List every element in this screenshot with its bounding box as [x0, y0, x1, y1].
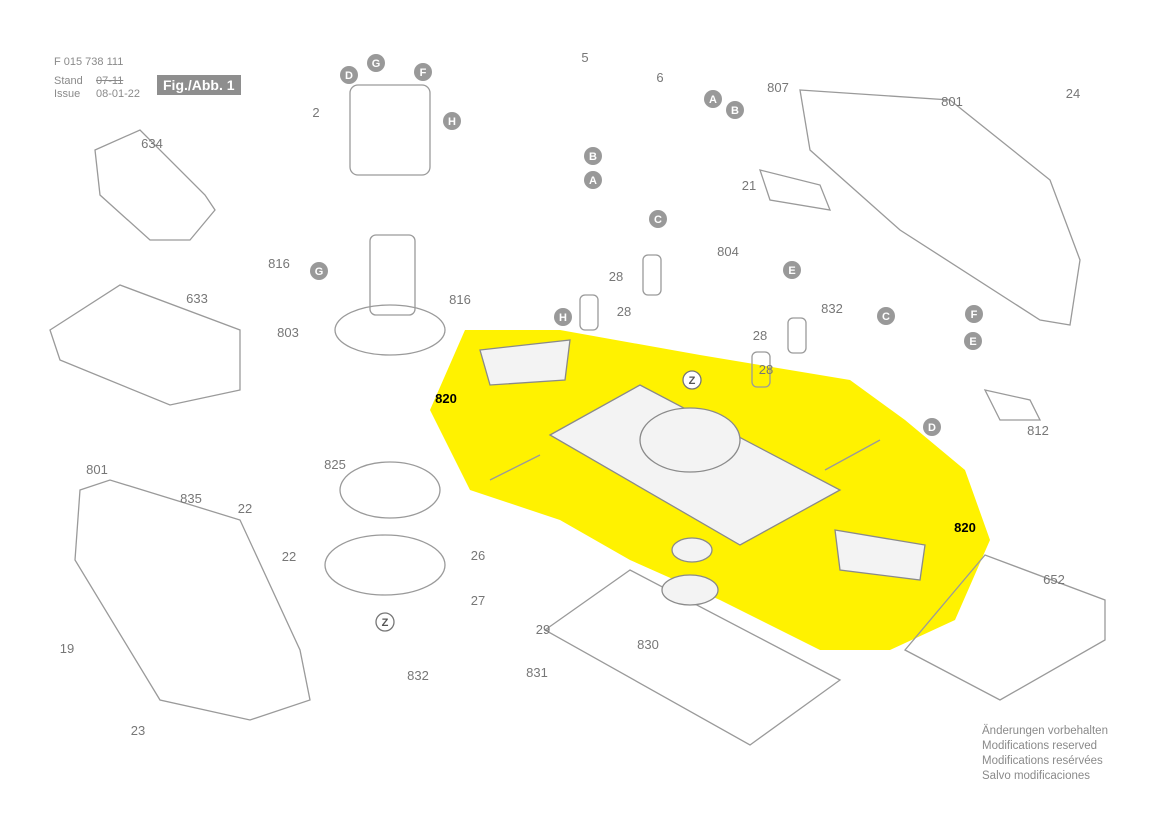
part-number-28: 28: [753, 328, 767, 343]
note-de: Änderungen vorbehalten: [982, 725, 1108, 737]
connection-marker-e: E: [964, 332, 982, 350]
marker-letter: F: [971, 309, 978, 321]
marker-letter: A: [709, 94, 717, 106]
marker-letter: F: [420, 67, 427, 79]
part-number-830: 830: [637, 637, 659, 652]
marker-letter: Z: [689, 375, 696, 387]
part-sketches: [49, 84, 1106, 746]
part-number-812: 812: [1027, 423, 1049, 438]
stand-value: 07-11: [96, 75, 124, 87]
part-number-801: 801: [86, 462, 108, 477]
connection-marker-c: C: [877, 307, 895, 325]
connection-marker-b: B: [726, 101, 744, 119]
connection-marker-g: G: [367, 54, 385, 72]
part-number-652: 652: [1043, 572, 1065, 587]
connection-marker-d: D: [923, 418, 941, 436]
part-number-820: 820: [954, 520, 976, 535]
part-number-28: 28: [759, 362, 773, 377]
issue-label: Issue: [54, 88, 81, 100]
connection-marker-z: Z: [682, 370, 702, 390]
connection-marker-a: A: [704, 90, 722, 108]
connection-marker-c: C: [649, 210, 667, 228]
marker-letter: Z: [382, 617, 389, 629]
marker-letter: C: [654, 214, 662, 226]
part-number-2: 2: [312, 105, 319, 120]
figure-label: Fig./Abb. 1: [157, 75, 241, 95]
part-number-29: 29: [536, 622, 550, 637]
connection-marker-h: H: [554, 308, 572, 326]
document-number: F 015 738 111: [54, 56, 124, 68]
marker-letter: D: [928, 422, 936, 434]
part-number-804: 804: [717, 244, 739, 259]
part-number-816: 816: [449, 292, 471, 307]
part-number-634: 634: [141, 136, 163, 151]
note-fr: Modifications resérvées: [982, 755, 1103, 767]
part-number-803: 803: [277, 325, 299, 340]
connection-marker-f: F: [965, 305, 983, 323]
stand-label: Stand: [54, 75, 83, 87]
part-number-807: 807: [767, 80, 789, 95]
part-number-26: 26: [471, 548, 485, 563]
marker-letter: B: [731, 105, 739, 117]
connection-marker-h: H: [443, 112, 461, 130]
connection-marker-d: D: [340, 66, 358, 84]
part-number-23: 23: [131, 723, 145, 738]
connection-marker-e: E: [783, 261, 801, 279]
part-number-832: 832: [821, 301, 843, 316]
marker-letter: G: [315, 266, 324, 278]
part-number-825: 825: [324, 457, 346, 472]
marker-letter: H: [448, 116, 456, 128]
marker-letter: E: [969, 336, 976, 348]
part-number-832: 832: [407, 668, 429, 683]
connection-marker-z: Z: [375, 612, 395, 632]
part-number-801: 801: [941, 94, 963, 109]
issue-value: 08-01-22: [96, 88, 141, 100]
part-number-24: 24: [1066, 86, 1080, 101]
part-number-633: 633: [186, 291, 208, 306]
part-number-19: 19: [60, 641, 74, 656]
marker-letter: H: [559, 312, 567, 324]
part-number-835: 835: [180, 491, 202, 506]
part-number-22: 22: [282, 549, 296, 564]
part-number-27: 27: [471, 593, 485, 608]
part-number-22: 22: [238, 501, 252, 516]
marker-letter: D: [345, 70, 353, 82]
part-number-831: 831: [526, 665, 548, 680]
connection-marker-a: A: [584, 171, 602, 189]
marker-letter: B: [589, 151, 597, 163]
part-number-28: 28: [609, 269, 623, 284]
marker-letter: C: [882, 311, 890, 323]
part-number-820: 820: [435, 391, 457, 406]
connection-marker-g: G: [310, 262, 328, 280]
part-number-816: 816: [268, 256, 290, 271]
marker-letter: A: [589, 175, 597, 187]
marker-letter: G: [372, 58, 381, 70]
part-number-28: 28: [617, 304, 631, 319]
connection-marker-f: F: [414, 63, 432, 81]
note-es: Salvo modificaciones: [982, 770, 1091, 782]
marker-letter: E: [788, 265, 795, 277]
part-number-6: 6: [656, 70, 663, 85]
part-number-21: 21: [742, 178, 756, 193]
note-en: Modifications reserved: [982, 740, 1098, 752]
modification-notes: Änderungen vorbehalten Modifications res…: [982, 724, 1108, 784]
part-number-5: 5: [581, 50, 588, 65]
connection-marker-b: B: [584, 147, 602, 165]
